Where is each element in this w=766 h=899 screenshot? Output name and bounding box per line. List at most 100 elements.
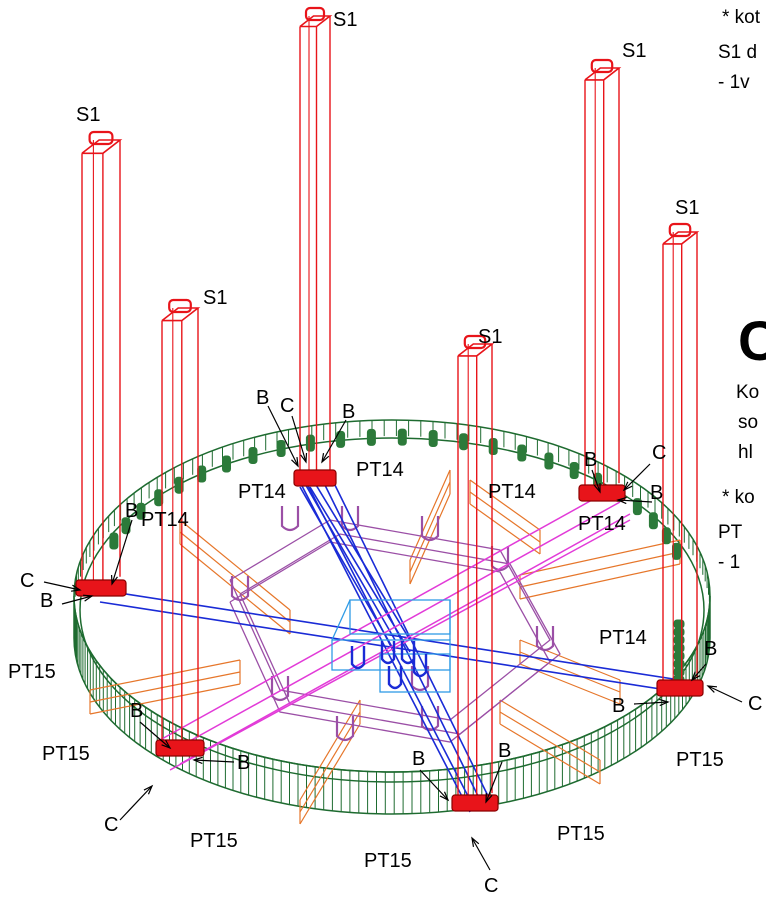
pt15-labels: PT15 PT15 PT15 PT15 PT15 PT15 (8, 661, 724, 872)
center-bracket (350, 646, 366, 670)
label-pt15: PT15 (364, 850, 412, 872)
center-bracket (387, 666, 403, 690)
arrow (119, 784, 154, 821)
column-cap (161, 307, 201, 322)
anchor-bolt (397, 428, 407, 446)
arrow (616, 496, 653, 505)
arrow-head (321, 453, 330, 464)
column-cap (81, 139, 123, 155)
note-line: Ko (736, 382, 759, 403)
callout-arrows (43, 405, 743, 871)
anchor-bolt (488, 438, 498, 455)
anchor-bolt (569, 462, 579, 479)
column-base-plate (578, 484, 626, 502)
arrow-head (616, 496, 627, 505)
label-b: B (498, 740, 511, 762)
anchor-bolt (673, 643, 685, 653)
column-base-plate (293, 469, 337, 487)
pt14-labels: PT14 PT14 PT14 PT14 PT14 PT14 (141, 459, 647, 649)
column-s1 (293, 6, 337, 487)
anchor-bolt (544, 452, 554, 470)
u-bracket (535, 626, 555, 652)
anchor-bolt (336, 430, 346, 448)
blue-beam-edge (329, 474, 491, 801)
u-bracket (335, 716, 355, 742)
anchor-bolt (305, 434, 315, 452)
c-labels: C C C C C C (20, 395, 762, 897)
u-bracket (340, 506, 360, 532)
label-b: B (40, 590, 53, 612)
anchor-bolt (673, 667, 685, 677)
note-line: * ko (722, 487, 755, 508)
arrow (622, 463, 651, 492)
note-line: - 1v (718, 72, 750, 93)
anchor-bolt (109, 532, 119, 550)
label-c: C (748, 693, 762, 715)
label-b: B (130, 700, 143, 722)
arrow-shaft (707, 685, 743, 703)
radial-beam-edge (519, 539, 681, 576)
label-c: C (280, 395, 294, 417)
u-bracket (420, 706, 440, 732)
label-pt14: PT14 (238, 481, 286, 503)
arrow-shaft (591, 469, 601, 493)
magenta-beam-edge (169, 519, 631, 771)
label-pt14: PT14 (488, 481, 536, 503)
arrow-head (439, 791, 450, 802)
label-pt14: PT14 (141, 509, 189, 531)
arrow-head (291, 456, 299, 468)
arrow-head (659, 698, 670, 707)
arrow-head (471, 836, 480, 847)
arrow-shaft (111, 519, 133, 585)
anchor-bolt (673, 627, 685, 637)
column-s1 (578, 58, 626, 502)
arrow-head (192, 756, 203, 765)
column-labels: S1 S1 S1 S1 S1 S1 (76, 9, 699, 348)
radial-beam-edge (519, 563, 681, 600)
column-cap (662, 231, 700, 245)
label-c: C (652, 442, 666, 464)
anchor-bolt (517, 444, 527, 462)
label-s1: S1 (675, 197, 699, 219)
arrow (267, 405, 299, 468)
radial-beam-edge (299, 711, 361, 813)
radial-beam-edge (519, 651, 621, 693)
label-pt15: PT15 (676, 749, 724, 771)
arrow (321, 419, 347, 464)
arrow-shaft (139, 721, 171, 749)
radial-beam-edge (299, 723, 361, 825)
arrow-head (110, 574, 118, 586)
columns-s1 (75, 6, 704, 812)
arrow-head (300, 452, 308, 464)
arrow-shaft (267, 405, 299, 467)
arrow-shaft (617, 499, 653, 503)
arrow-shaft (691, 663, 707, 681)
label-b: B (704, 638, 717, 660)
column-base-plate (451, 794, 499, 812)
anchor-bolt (197, 465, 207, 483)
anchor-bolt (136, 502, 146, 520)
arrow-head (593, 482, 601, 494)
column-cap (584, 67, 622, 81)
note-heading-letter: C (738, 309, 766, 372)
arrow-shaft (291, 415, 307, 463)
arrow (192, 756, 235, 765)
label-pt15: PT15 (42, 743, 90, 765)
label-s1: S1 (478, 326, 502, 348)
radial-beam-edge (89, 671, 241, 703)
arrow (485, 761, 503, 804)
anchor-bolt (459, 433, 469, 451)
arrow (139, 721, 172, 750)
anchor-bolt (632, 498, 642, 516)
arrow (471, 836, 491, 871)
magenta-beam-edge (159, 489, 611, 741)
radial-beam-edge (179, 519, 291, 611)
label-s1: S1 (203, 287, 227, 309)
arrow-shaft (43, 581, 81, 591)
column-base-plate (75, 579, 127, 597)
radial-beam-edge (519, 551, 681, 588)
arrow-shaft (61, 595, 93, 605)
label-s1: S1 (622, 40, 646, 62)
column-s1 (656, 222, 704, 697)
anchor-bolt (366, 428, 376, 446)
